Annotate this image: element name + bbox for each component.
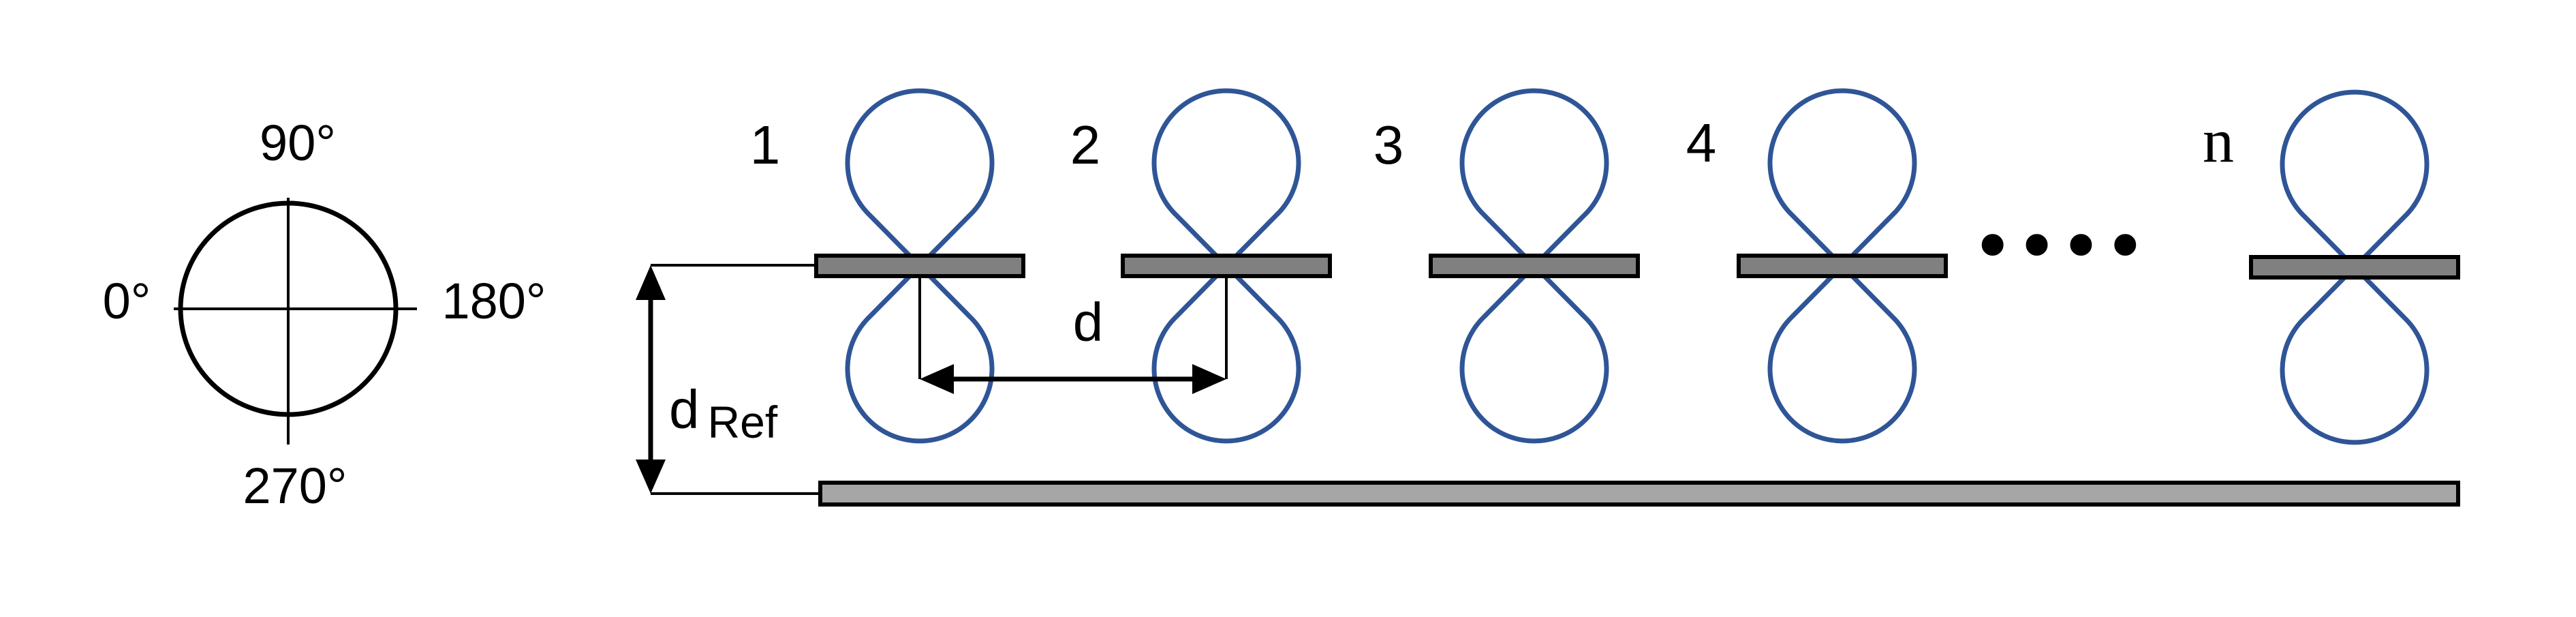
angle-90-label: 90°	[260, 115, 336, 171]
antenna-1	[814, 91, 1025, 441]
ref-arrowhead-top	[636, 265, 666, 300]
spacing-label: d	[1073, 292, 1104, 352]
antenna-4	[1737, 91, 1948, 441]
spacing-arrowhead-left	[920, 364, 954, 394]
angle-0-label: 0°	[103, 273, 151, 329]
ellipsis-dots: ••••	[1970, 203, 2147, 290]
angle-270-label: 270°	[243, 457, 347, 514]
antenna-3	[1429, 91, 1640, 441]
radiation-lobe-upper	[1770, 91, 1914, 266]
spacing-arrowhead-right	[1192, 364, 1226, 394]
ref-label-subscript: Ref	[708, 397, 778, 447]
antenna-1-label: 1	[750, 115, 781, 175]
radiation-lobe-upper	[1462, 91, 1607, 266]
antenna-2	[1121, 91, 1332, 441]
antenna-n	[2249, 92, 2460, 442]
angle-reference: 90° 0° 180° 270°	[103, 115, 546, 514]
radiation-lobe-upper	[1154, 91, 1299, 266]
radiation-lobe-lower	[2282, 267, 2427, 442]
antenna-4-label: 4	[1686, 112, 1717, 173]
radiation-lobe-upper	[2282, 92, 2427, 267]
antenna-element	[1429, 254, 1640, 278]
antenna-n-label: n	[2203, 106, 2234, 175]
antenna-element	[1737, 254, 1948, 278]
radiation-lobe-lower	[1462, 266, 1607, 441]
reflector-plate	[818, 481, 2460, 507]
antenna-3-label: 3	[1374, 115, 1404, 175]
ref-arrowhead-bottom	[636, 460, 666, 494]
radiation-lobe-lower	[1770, 266, 1914, 441]
radiation-lobe-upper	[848, 91, 992, 266]
angle-180-label: 180°	[441, 273, 546, 329]
antenna-element	[814, 254, 1025, 278]
ref-label-main: d	[669, 379, 700, 440]
antenna-element	[2249, 255, 2460, 280]
antenna-2-label: 2	[1070, 115, 1101, 175]
antenna-element	[1121, 254, 1332, 278]
element-spacing: d	[918, 276, 1228, 394]
